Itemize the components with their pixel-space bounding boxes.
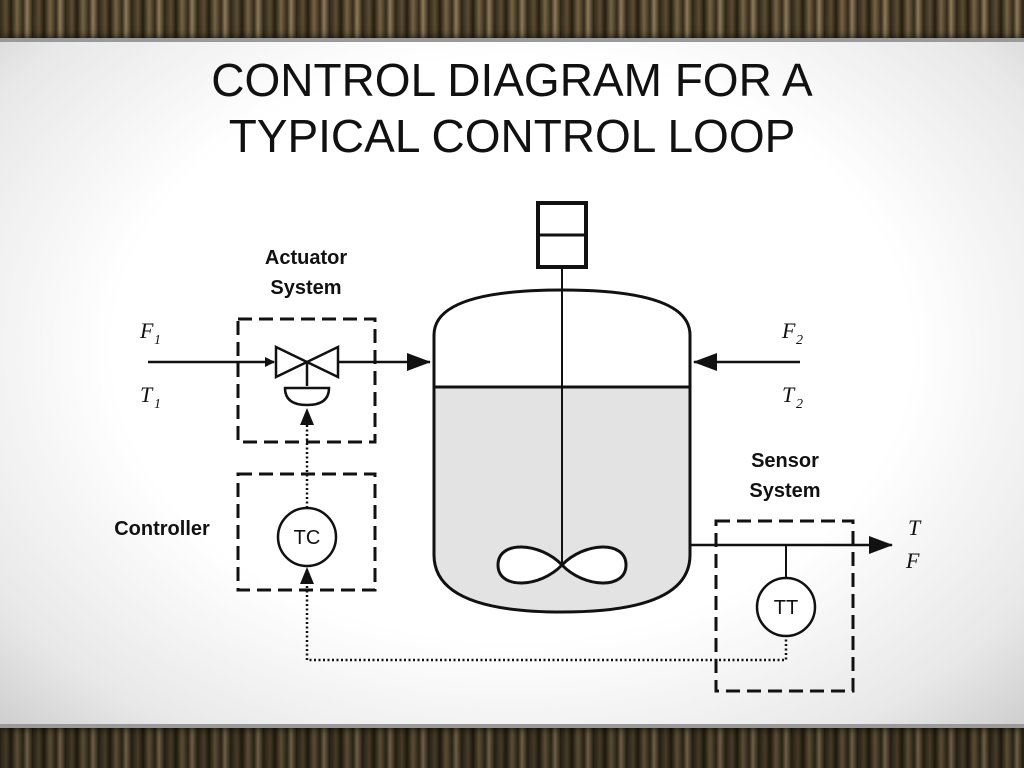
controller-label: Controller [114,518,210,540]
agitator-motor [536,201,588,269]
slide-title: CONTROL DIAGRAM FOR A TYPICAL CONTROL LO… [0,52,1024,164]
inlet-2-flow-sub: 2 [796,333,803,348]
inlet-2-temp: T [782,382,796,407]
valve-actuator-diaphragm [283,386,331,407]
inlet-2-temp-sub: 2 [796,397,803,412]
outlet-temp: T [908,515,922,540]
sensor-label-2: System [749,480,820,502]
signal-arrow-valve [300,408,314,425]
sensor-system-box [714,519,855,693]
inlet-1-flow-sub: 1 [154,333,161,348]
actuator-label-2: System [270,277,341,299]
inlet-2-flow: F [781,318,796,343]
tc-tag: TC [294,527,321,549]
actuator-label-1: Actuator [265,247,347,269]
temperature-controller-circle [276,506,338,568]
temperature-transmitter-circle [755,576,817,638]
agitator [496,267,628,585]
actuator-system-box [236,317,377,444]
title-line-1: CONTROL DIAGRAM FOR A [211,54,813,106]
controller-box [236,472,377,592]
sensor-label-1: Sensor [751,450,819,472]
outlet-flow: F [905,548,920,573]
tt-tag: TT [774,597,798,619]
signal-arrow-tc [300,567,314,584]
inlet-1-temp: T [140,382,154,407]
impeller [496,545,628,585]
title-line-2: TYPICAL CONTROL LOOP [228,110,796,162]
control-valve-icon [274,345,340,407]
inlet-1-temp-sub: 1 [154,397,161,412]
inlet-1-flow: F [139,318,154,343]
